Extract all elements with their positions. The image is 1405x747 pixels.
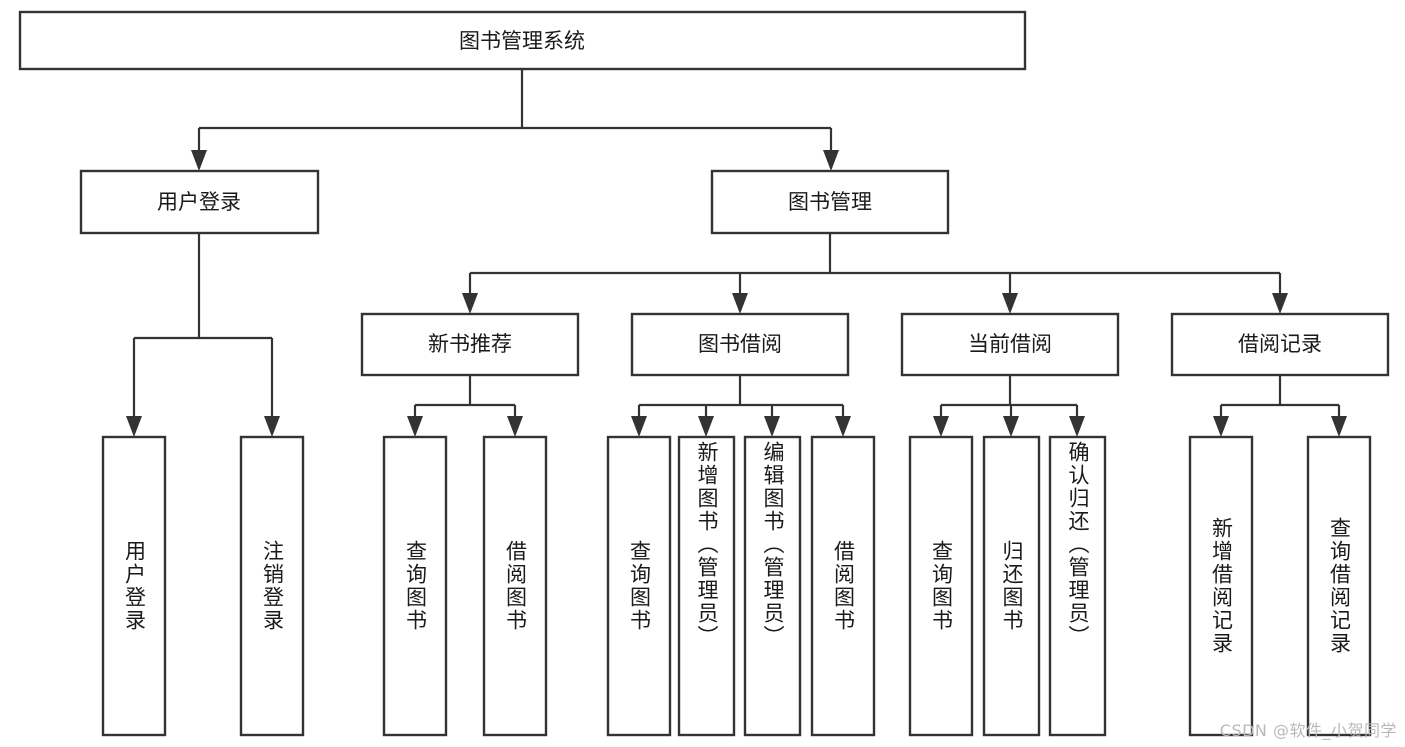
leaf-box-query-book-3[interactable] (908, 435, 974, 737)
arrow-head-icon (933, 416, 949, 437)
leaf-box-query-record[interactable] (1306, 435, 1372, 737)
node-book-borrow[interactable]: 图书借阅 (630, 312, 850, 377)
node-new-book-recommend-box[interactable] (360, 312, 580, 377)
connector-bookmgmt-to-level3 (462, 233, 1288, 314)
arrow-head-icon (698, 416, 714, 437)
arrow-head-icon (631, 416, 647, 437)
node-current-borrow-label: 当前借阅 (968, 332, 1052, 356)
node-borrow-record[interactable]: 借阅记录 (1170, 312, 1390, 377)
leaf-boxes-group (101, 435, 1372, 737)
node-book-management[interactable]: 图书管理 (710, 169, 950, 235)
leaf-box-query-book-2[interactable] (606, 435, 672, 737)
connector-root-to-level2 (191, 69, 839, 171)
arrow-head-icon (1003, 416, 1019, 437)
node-borrow-record-label: 借阅记录 (1238, 332, 1322, 356)
arrow-head-icon (264, 416, 280, 437)
arrow-head-icon (407, 416, 423, 437)
connector-currentborrow-to-leaves (933, 375, 1085, 437)
arrow-head-icon (1213, 416, 1229, 437)
arrow-head-icon (732, 293, 748, 314)
leaf-box-add-book-admin[interactable] (677, 435, 736, 737)
node-book-borrow-label: 图书借阅 (698, 332, 782, 356)
node-current-borrow-box[interactable] (900, 312, 1120, 377)
node-root-box[interactable] (18, 10, 1027, 71)
node-user-login[interactable]: 用户登录 (79, 169, 320, 235)
arrow-head-icon (1002, 293, 1018, 314)
arrow-head-icon (191, 150, 207, 171)
leaf-box-logout-login[interactable] (239, 435, 305, 737)
leaf-box-user-login[interactable] (101, 435, 167, 737)
arrow-head-icon (1069, 416, 1085, 437)
leaf-box-add-record[interactable] (1188, 435, 1254, 737)
arrow-head-icon (823, 150, 839, 171)
connector-userlogin-to-leaves (126, 233, 280, 437)
node-current-borrow[interactable]: 当前借阅 (900, 312, 1120, 377)
node-new-book-recommend-label: 新书推荐 (428, 332, 512, 356)
node-book-management-label: 图书管理 (788, 190, 872, 214)
arrow-head-icon (835, 416, 851, 437)
node-root-label: 图书管理系统 (459, 29, 585, 53)
node-user-login-label: 用户登录 (157, 190, 241, 214)
leaf-box-borrow-book-2[interactable] (810, 435, 876, 737)
arrow-head-icon (1272, 293, 1288, 314)
arrow-head-icon (764, 416, 780, 437)
leaf-box-return-book[interactable] (982, 435, 1041, 737)
leaf-box-borrow-book-1[interactable] (482, 435, 548, 737)
arrow-head-icon (126, 416, 142, 437)
leaf-box-confirm-return[interactable] (1048, 435, 1107, 737)
leaf-box-query-book-1[interactable] (382, 435, 448, 737)
arrow-head-icon (507, 416, 523, 437)
connector-bookborrow-to-leaves (631, 375, 851, 437)
arrow-head-icon (1331, 416, 1347, 437)
arrow-head-icon (462, 293, 478, 314)
node-user-login-box[interactable] (79, 169, 320, 235)
node-root[interactable]: 图书管理系统 (18, 10, 1027, 71)
connector-borrowrecord-to-leaves (1213, 375, 1347, 437)
connector-newbook-to-leaves (407, 375, 523, 437)
node-new-book-recommend[interactable]: 新书推荐 (360, 312, 580, 377)
leaf-box-edit-book-admin[interactable] (743, 435, 802, 737)
